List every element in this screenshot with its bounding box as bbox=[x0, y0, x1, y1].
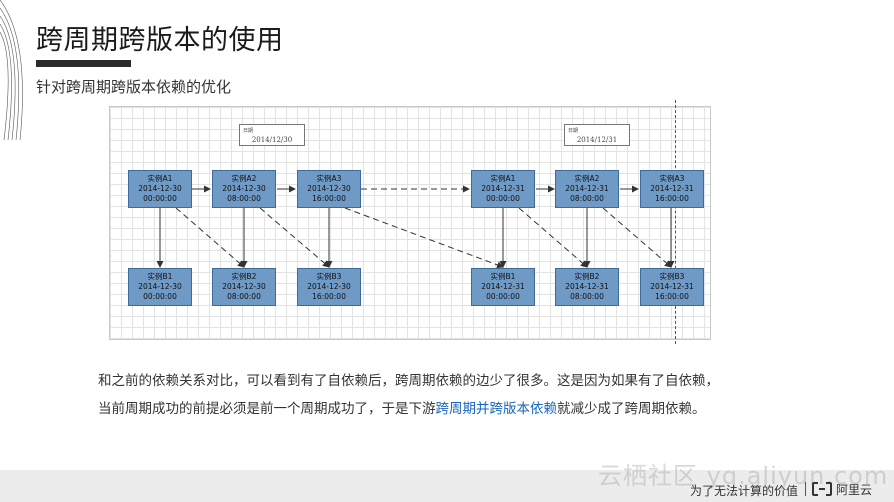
node-name: 实例B1 bbox=[147, 272, 173, 281]
title-underline bbox=[36, 60, 131, 67]
date-value: 2014/12/30 bbox=[251, 136, 293, 144]
instance-node-b3-1230[interactable]: 实例B3 2014-12-30 16:00:00 bbox=[297, 268, 361, 306]
node-name: 实例B3 bbox=[316, 272, 342, 281]
date-box-1: 日期 2014/12/30 bbox=[239, 124, 305, 146]
node-name: 实例B1 bbox=[490, 272, 516, 281]
node-date: 2014-12-30 bbox=[307, 282, 351, 291]
slide-title: 跨周期跨版本的使用 bbox=[36, 25, 284, 56]
node-date: 2014-12-30 bbox=[138, 282, 182, 291]
node-date: 2014-12-31 bbox=[565, 282, 609, 291]
date-box-2: 日期 2014/12/31 bbox=[564, 124, 630, 146]
node-name: 实例A2 bbox=[231, 174, 257, 183]
instance-node-a2-1231[interactable]: 实例A2 2014-12-31 08:00:00 bbox=[555, 170, 619, 208]
decorative-lines bbox=[0, 0, 23, 140]
node-time: 08:00:00 bbox=[227, 194, 261, 203]
node-name: 实例A3 bbox=[316, 174, 342, 183]
node-name: 实例B2 bbox=[574, 272, 600, 281]
node-name: 实例A1 bbox=[147, 174, 173, 183]
node-time: 16:00:00 bbox=[312, 292, 346, 301]
line2-before: 当前周期成功的前提必须是前一个周期成功了，于是下游 bbox=[98, 401, 436, 417]
instance-node-b2-1230[interactable]: 实例B2 2014-12-30 08:00:00 bbox=[212, 268, 276, 306]
instance-node-a2-1230[interactable]: 实例A2 2014-12-30 08:00:00 bbox=[212, 170, 276, 208]
node-time: 00:00:00 bbox=[486, 194, 520, 203]
instance-node-a3-1230[interactable]: 实例A3 2014-12-30 16:00:00 bbox=[297, 170, 361, 208]
node-date: 2014-12-30 bbox=[222, 282, 266, 291]
date-label: 日期 bbox=[243, 128, 254, 134]
instance-node-b1-1231[interactable]: 实例B1 2014-12-31 00:00:00 bbox=[471, 268, 535, 306]
node-date: 2014-12-31 bbox=[565, 184, 609, 193]
node-time: 08:00:00 bbox=[570, 292, 604, 301]
footer-slogan: 为了无法计算的价值 bbox=[689, 484, 798, 498]
node-time: 00:00:00 bbox=[143, 194, 177, 203]
footer-separator bbox=[805, 482, 806, 496]
node-time: 08:00:00 bbox=[227, 292, 261, 301]
instance-node-a1-1230[interactable]: 实例A1 2014-12-30 00:00:00 bbox=[128, 170, 192, 208]
instance-node-b3-1231[interactable]: 实例B3 2014-12-31 16:00:00 bbox=[640, 268, 704, 306]
watermark-text: 云栖社区 yq.aliyun.com bbox=[598, 462, 889, 490]
node-date: 2014-12-31 bbox=[650, 184, 694, 193]
line2-after: 就减少成了跨周期依赖。 bbox=[557, 401, 706, 417]
node-date: 2014-12-30 bbox=[222, 184, 266, 193]
instance-node-a3-1231[interactable]: 实例A3 2014-12-31 16:00:00 bbox=[640, 170, 704, 208]
node-date: 2014-12-30 bbox=[138, 184, 182, 193]
node-date: 2014-12-31 bbox=[650, 282, 694, 291]
node-time: 16:00:00 bbox=[312, 194, 346, 203]
node-name: 实例B3 bbox=[659, 272, 685, 281]
node-time: 00:00:00 bbox=[143, 292, 177, 301]
period-divider-line bbox=[675, 100, 676, 344]
date-value: 2014/12/31 bbox=[576, 136, 618, 144]
highlighted-term: 跨周期并跨版本依赖 bbox=[435, 401, 558, 417]
node-date: 2014-12-31 bbox=[481, 184, 525, 193]
slide-subtitle: 针对跨周期跨版本依赖的优化 bbox=[36, 78, 232, 96]
node-time: 16:00:00 bbox=[655, 292, 689, 301]
footer-bar bbox=[0, 470, 894, 502]
node-date: 2014-12-30 bbox=[307, 184, 351, 193]
instance-node-a1-1231[interactable]: 实例A1 2014-12-31 00:00:00 bbox=[471, 170, 535, 208]
explanation-line-2: 当前周期成功的前提必须是前一个周期成功了，于是下游跨周期并跨版本依赖就减少成了跨… bbox=[98, 395, 818, 423]
aliyun-logo-icon bbox=[812, 482, 832, 496]
node-date: 2014-12-31 bbox=[481, 282, 525, 291]
footer-logo-text: 阿里云 bbox=[836, 483, 873, 497]
instance-node-b1-1230[interactable]: 实例B1 2014-12-30 00:00:00 bbox=[128, 268, 192, 306]
node-name: 实例A3 bbox=[659, 174, 685, 183]
explanation-line-1: 和之前的依赖关系对比，可以看到有了自依赖后，跨周期依赖的边少了很多。这是因为如果… bbox=[98, 373, 719, 389]
node-name: 实例B2 bbox=[231, 272, 257, 281]
node-name: 实例A1 bbox=[490, 174, 516, 183]
node-name: 实例A2 bbox=[574, 174, 600, 183]
node-time: 00:00:00 bbox=[486, 292, 520, 301]
node-time: 16:00:00 bbox=[655, 194, 689, 203]
explanation-text: 和之前的依赖关系对比，可以看到有了自依赖后，跨周期依赖的边少了很多。这是因为如果… bbox=[98, 367, 818, 423]
instance-node-b2-1231[interactable]: 实例B2 2014-12-31 08:00:00 bbox=[555, 268, 619, 306]
node-time: 08:00:00 bbox=[570, 194, 604, 203]
date-label: 日期 bbox=[568, 128, 579, 134]
